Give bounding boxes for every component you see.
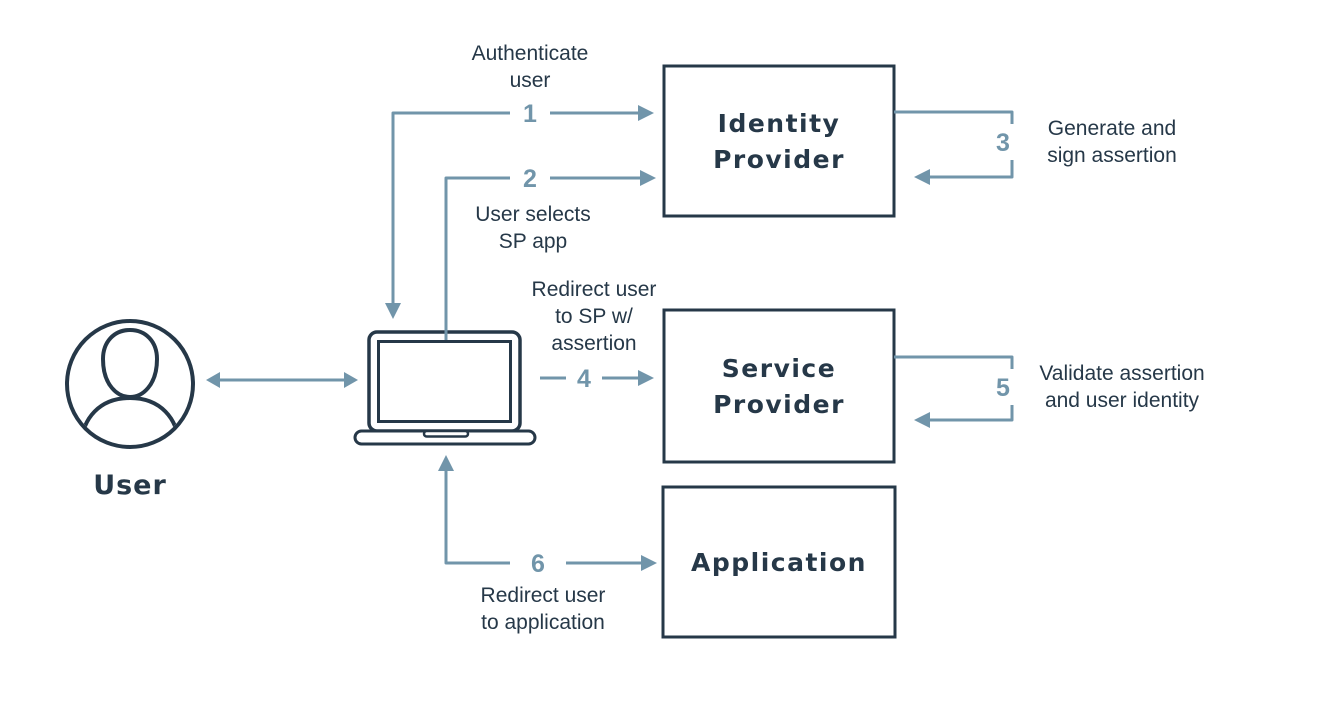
identity-provider-label-line1: Identity — [718, 109, 841, 138]
arrowhead-up-icon — [438, 455, 454, 471]
step-1-label-line1: Authenticate — [472, 42, 589, 65]
step-4-arrow: 4 Redirect user to SP w/ assertion — [532, 278, 657, 393]
user-icon — [65, 319, 195, 449]
step-2-line — [444, 176, 510, 340]
identity-provider-label-line2: Provider — [713, 145, 845, 174]
step-5-line-out — [894, 355, 1014, 369]
service-provider-node: Service Provider — [662, 308, 896, 464]
step-6-label-line1: Redirect user — [481, 584, 606, 607]
user-node: User — [65, 319, 195, 501]
arrowhead-left-icon — [206, 372, 220, 388]
step-1-line — [391, 111, 510, 303]
step-5-number: 5 — [996, 374, 1010, 402]
step-4-number: 4 — [577, 365, 591, 393]
step-3-arrow: 3 Generate and sign assertion — [894, 110, 1177, 185]
arrowhead-right-icon — [640, 170, 656, 186]
step-5-label-line2: and user identity — [1045, 389, 1200, 412]
arrowhead-right-icon — [638, 370, 654, 386]
step-6-arrow: 6 Redirect user to application — [438, 455, 657, 634]
step-5-label-line1: Validate assertion — [1039, 362, 1204, 385]
user-icon-head — [100, 327, 160, 400]
arrowhead-left-icon — [914, 169, 930, 185]
step-6-line — [444, 471, 510, 565]
arrowhead-right-icon — [344, 372, 358, 388]
step-3-number: 3 — [996, 129, 1010, 157]
laptop-screen — [377, 340, 512, 423]
identity-provider-box — [662, 64, 896, 218]
step-4-label-line2: to SP w/ — [555, 305, 633, 328]
step-1-number: 1 — [523, 100, 537, 128]
arrowhead-down-icon — [385, 303, 401, 319]
user-icon-shoulders — [79, 395, 181, 445]
step-6-number: 6 — [531, 550, 545, 578]
application-label: Application — [691, 548, 867, 577]
step-3-line-back — [930, 160, 1014, 179]
step-4-label-line3: assertion — [551, 332, 636, 355]
step-5-arrow: 5 Validate assertion and user identity — [894, 355, 1205, 428]
service-provider-label-line1: Service — [722, 354, 836, 383]
step-2-arrow: 2 User selects SP app — [444, 165, 656, 340]
service-provider-label-line2: Provider — [713, 390, 845, 419]
step-6-label-line2: to application — [481, 611, 605, 634]
step-2-number: 2 — [523, 165, 537, 193]
step-2-label-line2: SP app — [499, 230, 568, 253]
service-provider-box — [662, 308, 896, 464]
user-browser-arrow — [206, 372, 358, 388]
identity-provider-node: Identity Provider — [662, 64, 896, 218]
step-1-label-line2: user — [510, 69, 551, 92]
step-5-line-back — [930, 405, 1014, 422]
step-4-label-line1: Redirect user — [532, 278, 657, 301]
step-3-label-line1: Generate and — [1048, 117, 1176, 140]
step-2-label-line1: User selects — [475, 203, 591, 226]
step-3-label-line2: sign assertion — [1047, 144, 1177, 167]
user-icon-circle — [65, 319, 195, 449]
arrowhead-left-icon — [914, 412, 930, 428]
laptop-icon — [353, 330, 537, 446]
application-box — [661, 485, 897, 639]
step-1-arrow: 1 Authenticate user — [385, 42, 654, 319]
step-3-line-out — [894, 110, 1014, 124]
application-node: Application — [661, 485, 897, 639]
arrowhead-right-icon — [638, 105, 654, 121]
arrowhead-right-icon — [641, 555, 657, 571]
laptop-notch — [422, 429, 470, 438]
user-node-label: User — [93, 470, 167, 501]
